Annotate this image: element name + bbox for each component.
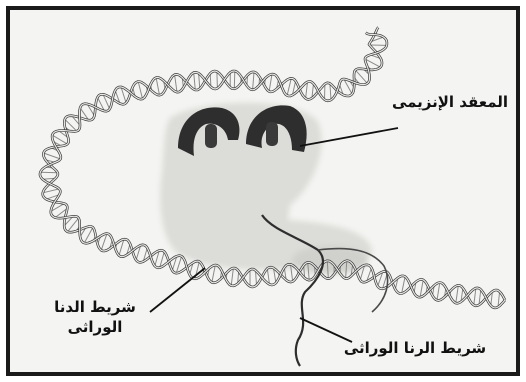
enzyme-complex-label: المعقد الإنزيمى: [388, 92, 512, 112]
dna-strand-label-line2: الوراثى: [36, 317, 154, 337]
dna-strand-label-line1: شريط الدنا: [36, 297, 154, 317]
dna-base-pair: [234, 71, 235, 89]
dna-strand-label: شريط الدنا الوراثى: [36, 297, 154, 337]
rna-strand-label: شريط الرنا الوراثى: [340, 338, 490, 358]
dna-base-pair: [217, 72, 218, 89]
